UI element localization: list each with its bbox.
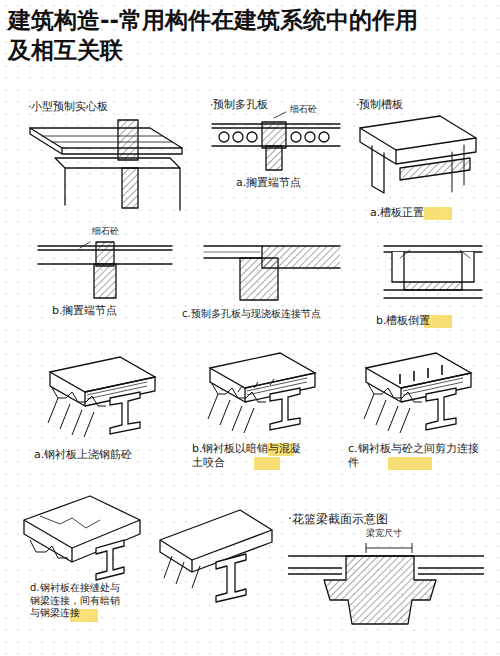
sketch-caption: ·预制多孔板 (210, 98, 269, 112)
sketch-caption: c.预制多孔板与现浇板连接节点 (182, 308, 321, 321)
sketch-caption: a.槽板正置 (370, 206, 424, 220)
sketch-caption: ·花篮梁截面示意图 (288, 512, 388, 527)
page-title: 建筑构造--常用构件在建筑系统中的作用及相互关联 (8, 6, 428, 66)
sketch-caption: b.搁置端节点 (52, 304, 117, 318)
sketch-caption: d.钢衬板在接缝处与钢梁连接，间有暗销与钢梁连接 (30, 582, 128, 620)
sketch-caption: 细石砼 (92, 226, 119, 237)
sketch-caption: 梁宽尺寸 (366, 528, 402, 539)
sketch-caption: ·预制槽板 (356, 98, 404, 112)
sketch-caption: b.槽板倒置 (376, 314, 430, 328)
sketch-caption: b.钢衬板以暗销与混凝土咬合 (192, 442, 308, 470)
sketch-caption: c.钢衬板与砼之间剪力连接件 (348, 442, 480, 470)
sketch-caption: ·小型预制实心板 (28, 100, 109, 114)
sketch-caption: a.钢衬板上浇钢筋砼 (34, 448, 132, 462)
sketch-caption: a.搁置端节点 (236, 176, 301, 190)
sketch-caption: 细石砼 (290, 104, 317, 115)
